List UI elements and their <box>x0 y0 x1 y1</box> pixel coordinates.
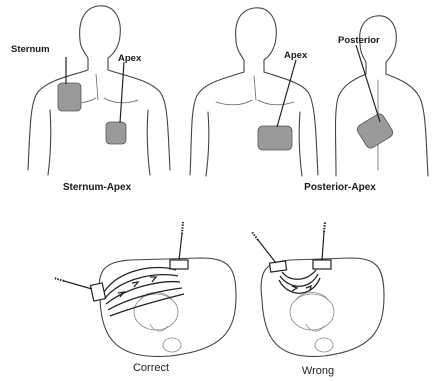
correct-top-electrode <box>170 260 188 269</box>
sternum-apex-caption: Sternum-Apex <box>63 182 132 193</box>
posterior-label: Posterior <box>338 35 380 46</box>
apex-pad <box>106 122 126 144</box>
correct-caption: Correct <box>133 362 169 374</box>
correct-cross-section <box>54 222 236 357</box>
apex-label-2: Apex <box>284 50 308 61</box>
sternum-apex-figure <box>28 6 170 175</box>
apex-pad-2 <box>258 126 292 150</box>
posterior-apex-caption: Posterior-Apex <box>304 182 376 193</box>
wrong-caption: Wrong <box>302 365 334 377</box>
wrong-cross-section <box>252 222 384 357</box>
posterior-pad <box>355 112 394 150</box>
wrong-top-electrode <box>313 260 331 269</box>
sternum-label: Sternum <box>11 44 50 55</box>
sternum-pad <box>58 83 81 111</box>
posterior-apex-front-figure <box>190 8 318 176</box>
wrong-left-electrode <box>270 261 287 272</box>
apex-label-1: Apex <box>118 53 142 64</box>
correct-left-electrode <box>90 283 105 301</box>
